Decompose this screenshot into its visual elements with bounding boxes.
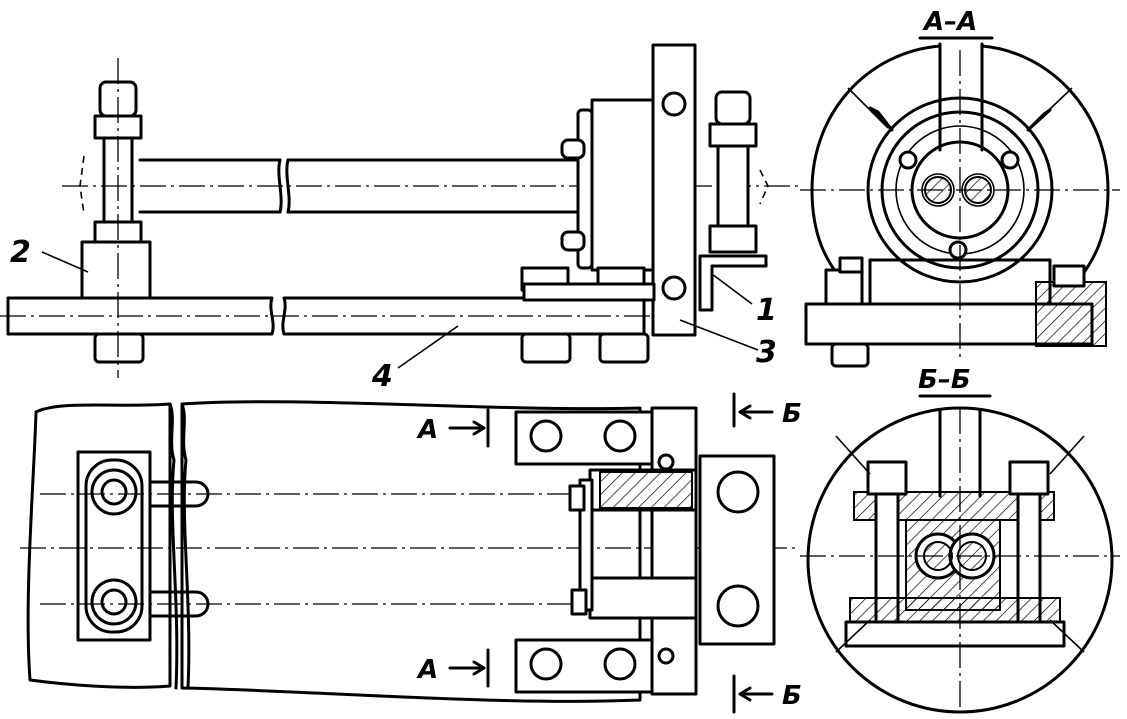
cut-label-a-bottom: А bbox=[416, 655, 438, 685]
cut-label-b-top: Б bbox=[782, 399, 802, 429]
part-label-4: 4 bbox=[371, 359, 393, 394]
part-label-2: 2 bbox=[10, 235, 31, 270]
part-label-1: 1 bbox=[756, 293, 777, 328]
section-bb-title: Б–Б bbox=[918, 365, 971, 395]
part-label-3: 3 bbox=[756, 335, 777, 370]
section-bb-view bbox=[800, 394, 1120, 714]
section-aa-title: А–А bbox=[922, 7, 977, 37]
front-view bbox=[0, 43, 800, 378]
plan-view bbox=[20, 392, 800, 714]
leader-lines bbox=[41, 251, 759, 369]
cut-label-a-top: А bbox=[416, 415, 438, 445]
cut-label-b-bottom: Б bbox=[782, 681, 802, 711]
section-aa-view bbox=[800, 36, 1120, 368]
